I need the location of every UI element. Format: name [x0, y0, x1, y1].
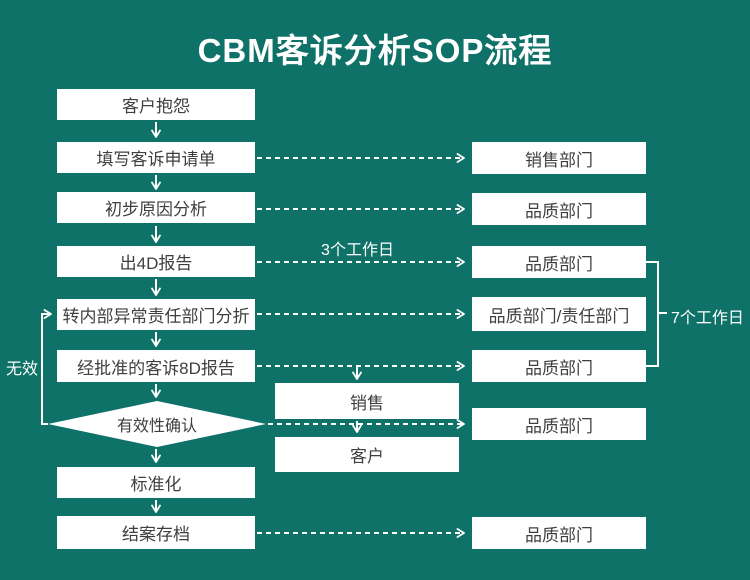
label-invalid: 无效 [6, 361, 39, 378]
flow-step-approved-8d-report: 经批准的客诉8D报告 [57, 350, 255, 382]
flow-step-preliminary-cause-analysis: 初步原因分析 [57, 192, 255, 223]
dept-sales: 销售部门 [472, 142, 646, 174]
down-arrows [151, 122, 362, 513]
flow-step-fill-complaint-form: 填写客诉申请单 [57, 142, 255, 173]
dept-quality-1: 品质部门 [472, 193, 646, 225]
label-seven-working-days: 7个工作日 [671, 310, 744, 327]
dept-quality-4: 品质部门 [472, 408, 646, 440]
dept-quality-5: 品质部门 [472, 517, 646, 549]
seven-days-bracket [646, 261, 667, 367]
dept-quality-responsible: 品质部门/责任部门 [472, 297, 646, 331]
label-three-working-days: 3个工作日 [321, 242, 394, 259]
flow-step-customer-complaint: 客户抱怨 [57, 89, 255, 120]
invalid-feedback-line [41, 309, 52, 425]
flow-step-internal-dept-analysis: 转内部异常责任部门分折 [57, 299, 255, 330]
middle-node-customer: 客户 [275, 437, 459, 472]
flow-step-case-closure-archive: 结案存档 [57, 516, 255, 549]
dept-quality-3: 品质部门 [472, 350, 646, 382]
middle-node-sales: 销售 [275, 383, 459, 419]
flow-step-standardization: 标准化 [57, 467, 255, 498]
dept-quality-2: 品质部门 [472, 246, 646, 278]
page-title: CBM客诉分析SOP流程 [197, 32, 553, 69]
flow-step-issue-4d-report: 出4D报告 [57, 246, 255, 277]
dashed-arrows [257, 153, 465, 538]
